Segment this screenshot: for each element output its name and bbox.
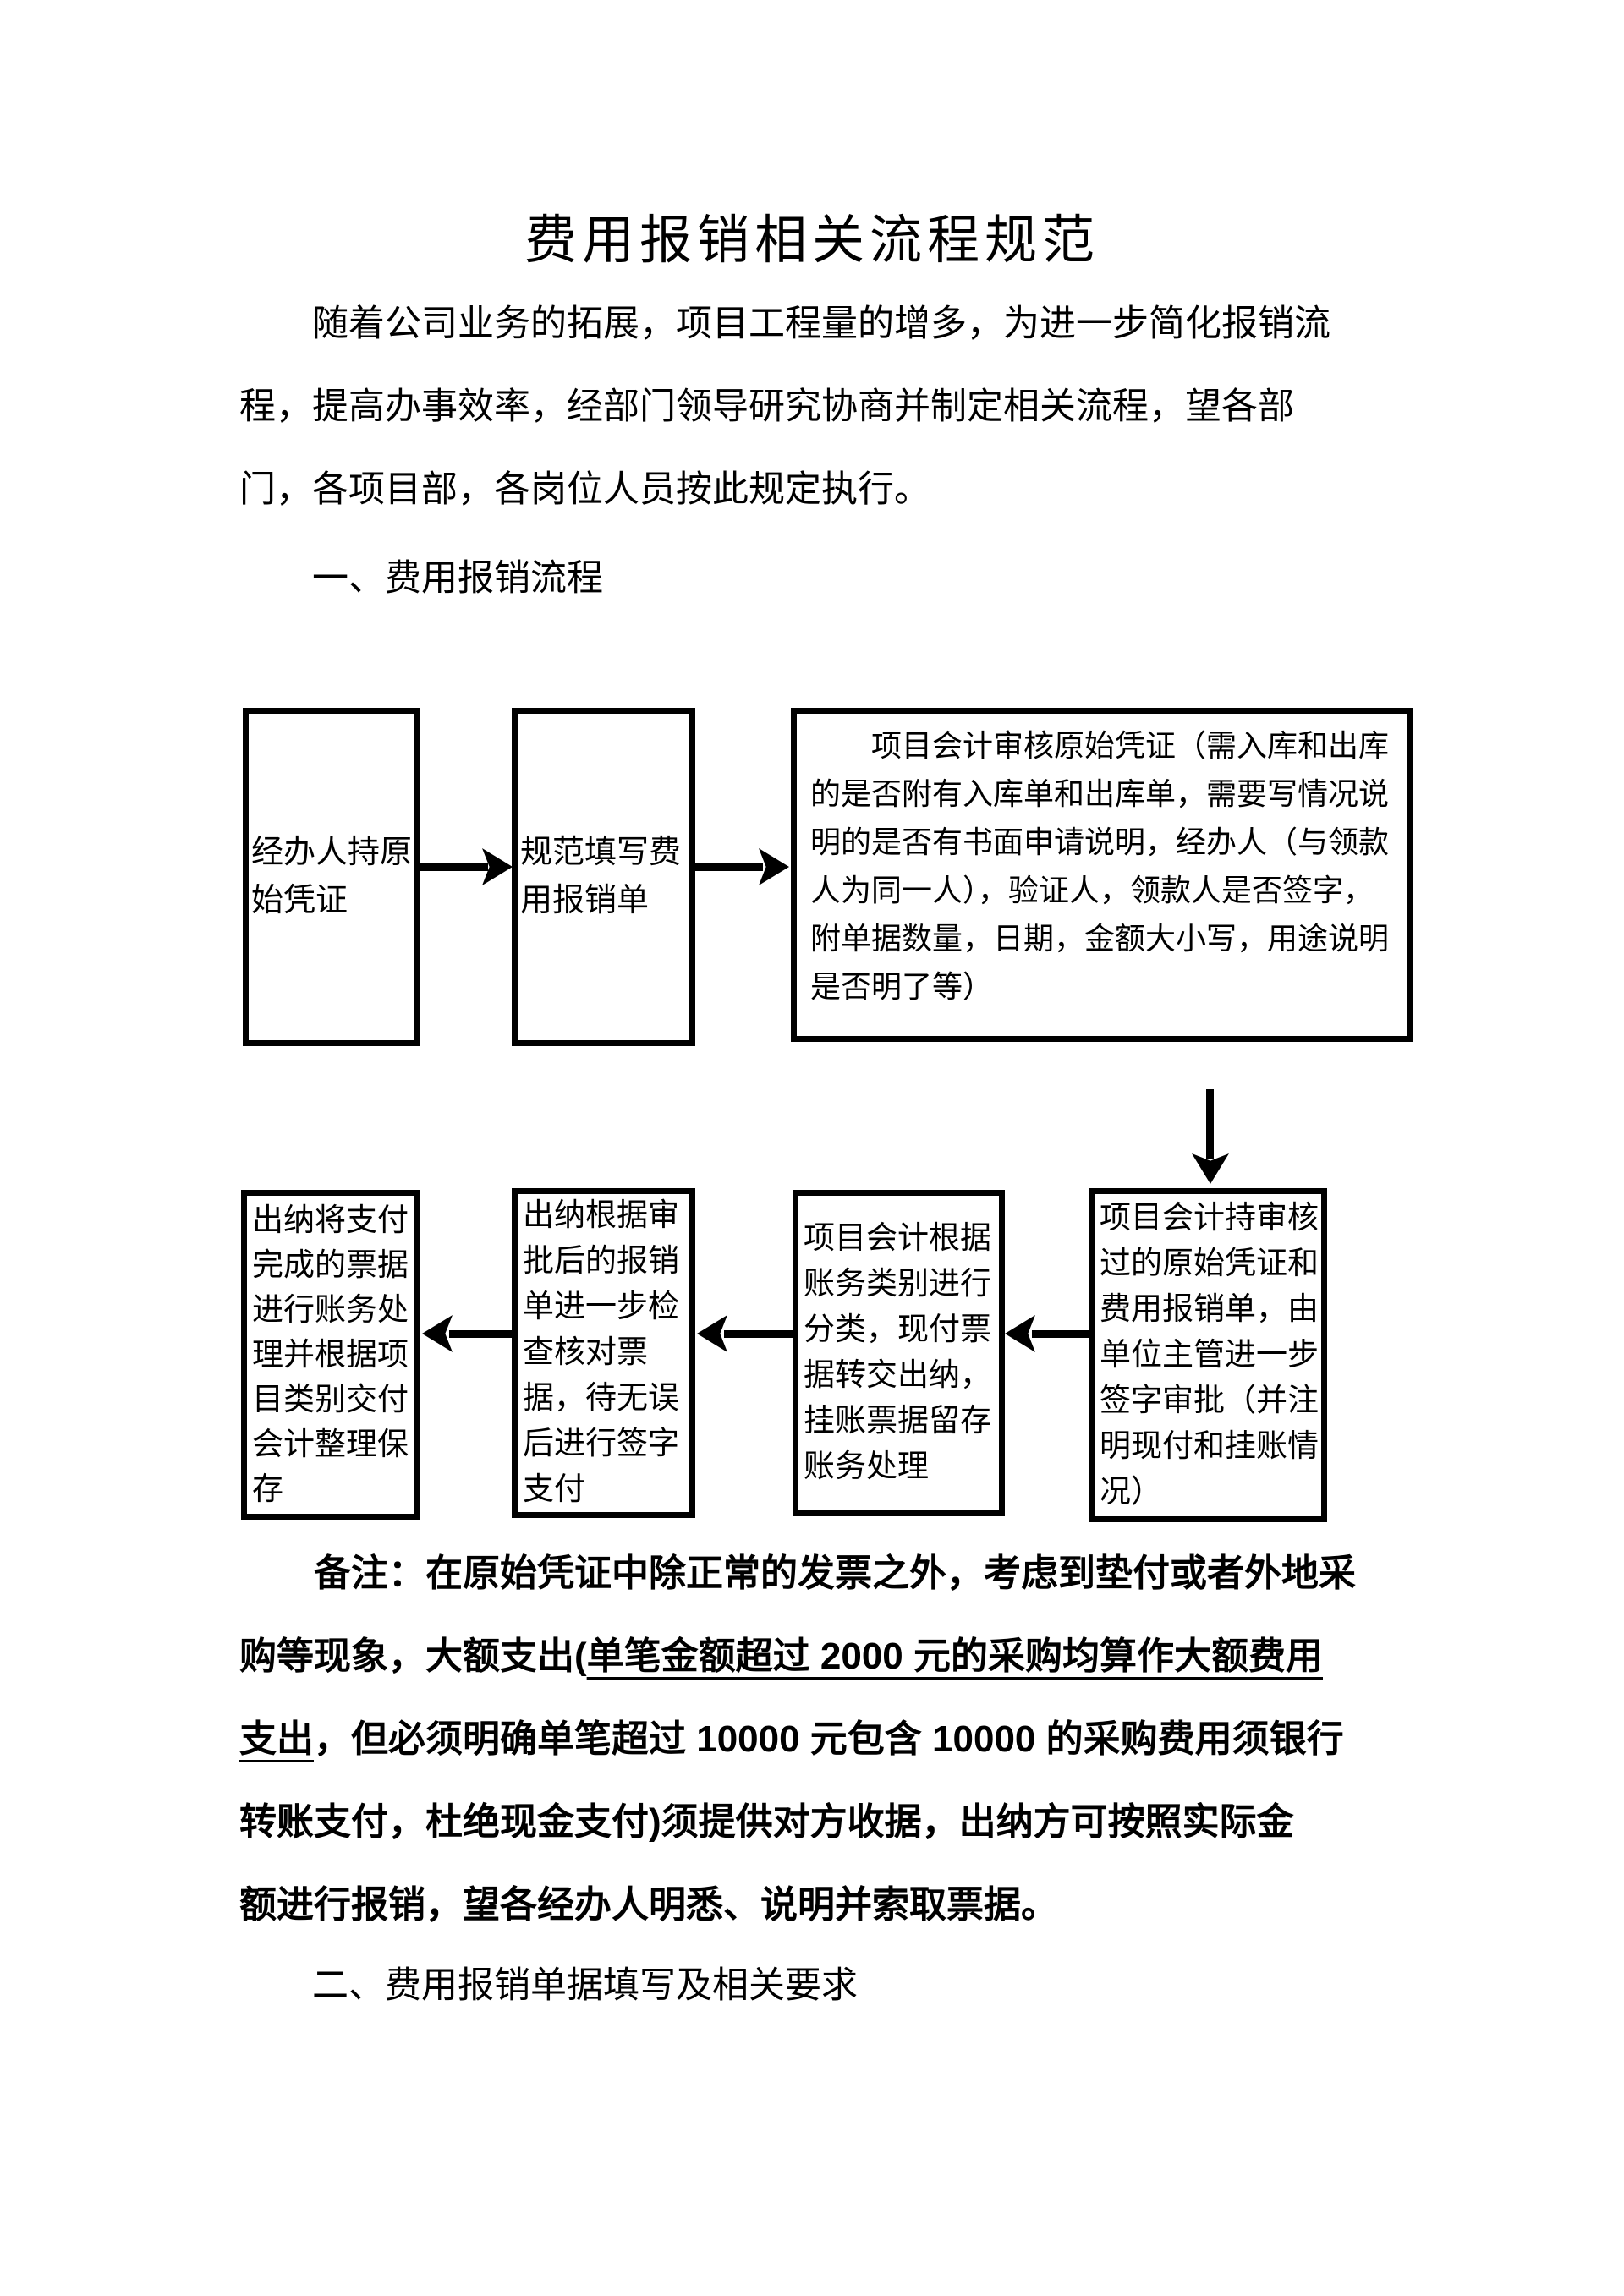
note-text: ，但必须明确单笔超过 10000 元包含 10000 的采购费用须银行: [314, 1718, 1344, 1760]
arrow-right-icon: [420, 863, 488, 871]
note-line: 备注：在原始凭证中除正常的发票之外，考虑到垫付或者外地采: [239, 1532, 1396, 1615]
note-underlined-text: 支出: [239, 1718, 314, 1760]
flow-box-text: 出纳根据审批后的报销单进一步检查核对票据，待无误后进行签字支付: [523, 1198, 679, 1507]
page-title: 费用报销相关流程规范: [524, 212, 1100, 270]
note-paragraph: 备注：在原始凭证中除正常的发票之外，考虑到垫付或者外地采 购等现象，大额支出(单…: [239, 1532, 1396, 1947]
note-line: 额进行报销，望各经办人明悉、说明并索取票据。: [239, 1864, 1396, 1947]
flow-box-fill-expense-form: 规范填写费用报销单: [512, 708, 695, 1046]
intro-line: 程，提高办事效率，经部门领导研究协商并制定相关流程，望各部: [239, 387, 1294, 427]
flow-box-text: 项目会计根据账务类别进行分类，现付票据转交出纳，挂账票据留存账务处理: [804, 1221, 991, 1484]
intro-line: 随着公司业务的拓展，项目工程量的增多，为进一步简化报销流: [312, 304, 1330, 344]
flow-box-accountant-classify-bills: 项目会计根据账务类别进行分类，现付票据转交出纳，挂账票据留存账务处理: [793, 1190, 1005, 1516]
arrow-down-icon: [1206, 1089, 1214, 1159]
intro-paragraph: 随着公司业务的拓展，项目工程量的增多，为进一步简化报销流 程，提高办事效率，经部…: [239, 283, 1394, 532]
intro-line: 门，各项目部，各岗位人员按此规定执行。: [239, 470, 930, 510]
flow-box-supervisor-sign-approval: 项目会计持审核过的原始凭证和费用报销单，由单位主管进一步签字审批（并注明现付和挂…: [1089, 1188, 1327, 1522]
note-line: 购等现象，大额支出(单笔金额超过 2000 元的采购均算作大额费用: [239, 1615, 1396, 1698]
arrow-left-icon: [449, 1330, 512, 1338]
note-underlined-text: 单笔金额超过 2000 元的采购均算作大额费用: [586, 1636, 1323, 1677]
flow-box-text: 经办人持原始凭证: [251, 835, 413, 918]
arrow-right-icon: [695, 863, 763, 871]
section2-heading: 二、费用报销单据填写及相关要求: [312, 1966, 858, 2006]
arrow-left-icon: [697, 1315, 727, 1352]
flow-box-text: 项目会计审核原始凭证（需入库和出库的是否附有入库单和出库单，需要写情况说明的是否…: [810, 729, 1390, 1004]
arrow-left-icon: [422, 1315, 453, 1352]
flow-box-text: 项目会计持审核过的原始凭证和费用报销单，由单位主管进一步签字审批（并注明现付和挂…: [1100, 1200, 1319, 1510]
note-line: 转账支付，杜绝现金支付)须提供对方收据，出纳方可按照实际金: [239, 1781, 1396, 1864]
flow-box-cashier-bookkeeping-archive: 出纳将支付完成的票据进行账务处理并根据项目类别交付会计整理保存: [241, 1190, 420, 1520]
arrow-left-icon: [1005, 1315, 1035, 1352]
flow-box-text: 出纳将支付完成的票据进行账务处理并根据项目类别交付会计整理保存: [252, 1203, 409, 1507]
arrow-left-icon: [1032, 1330, 1089, 1338]
flow-box-text: 规范填写费用报销单: [520, 835, 682, 918]
note-line: 支出，但必须明确单笔超过 10000 元包含 10000 的采购费用须银行: [239, 1698, 1396, 1781]
flow-box-cashier-verify-and-pay: 出纳根据审批后的报销单进一步检查核对票据，待无误后进行签字支付: [512, 1188, 695, 1518]
flow-box-operator-holds-original-voucher: 经办人持原始凭证: [243, 708, 420, 1046]
note-text: 购等现象，大额支出(: [239, 1636, 587, 1677]
arrow-right-icon: [759, 848, 789, 885]
flow-box-accountant-review-voucher: 项目会计审核原始凭证（需入库和出库的是否附有入库单和出库单，需要写情况说明的是否…: [791, 708, 1413, 1042]
note-text: 额进行报销，望各经办人明悉、说明并索取票据。: [239, 1884, 1058, 1926]
arrow-left-icon: [724, 1330, 793, 1338]
section1-heading: 一、费用报销流程: [312, 559, 603, 599]
note-text: 转账支付，杜绝现金支付)须提供对方收据，出纳方可按照实际金: [239, 1801, 1294, 1843]
note-text: 备注：在原始凭证中除正常的发票之外，考虑到垫付或者外地采: [314, 1553, 1356, 1594]
